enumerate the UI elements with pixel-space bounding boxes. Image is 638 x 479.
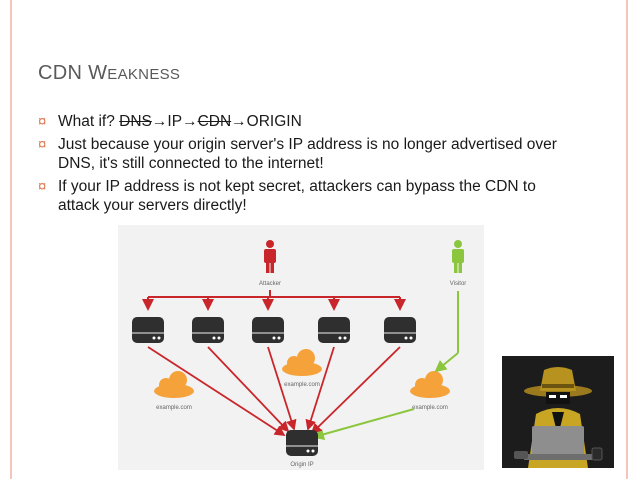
bullet-item: ¤ What if? DNS→IP→CDN→ORIGIN xyxy=(38,113,302,130)
origin-label: Origin IP xyxy=(290,462,313,468)
cdn-cloud-icon xyxy=(282,349,322,376)
attack-path-arrows xyxy=(147,346,401,436)
origin-server-icon xyxy=(286,430,318,456)
cdn-cloud-icon xyxy=(410,371,450,398)
cloud-left-label: example.com xyxy=(156,405,192,411)
bot-server-icon xyxy=(384,317,416,343)
bot-server-icon xyxy=(192,317,224,343)
bullet-marker-icon: ¤ xyxy=(38,178,47,195)
bullet-item: ¤ Just because your origin server's IP a… xyxy=(38,136,557,172)
left-border-line xyxy=(10,0,12,479)
bot-server-icon xyxy=(132,317,164,343)
attacker-person-icon xyxy=(264,240,276,273)
bullet-item: ¤ If your IP address is not kept secret,… xyxy=(38,178,536,214)
cdn-bypass-diagram: Attacker Visitor xyxy=(118,225,484,470)
bot-server-icon xyxy=(318,317,350,343)
cloud-right-label: example.com xyxy=(412,405,448,411)
bot-server-icon xyxy=(252,317,284,343)
spy-hacker-icon xyxy=(502,356,614,468)
visitor-path-arrow xyxy=(312,291,459,441)
bullet-list: ¤ What if? DNS→IP→CDN→ORIGIN ¤ Just beca… xyxy=(38,112,558,219)
attacker-label: Attacker xyxy=(259,281,281,287)
slide-title: CDN WEAKNESS xyxy=(38,62,181,84)
right-border-line xyxy=(626,0,628,479)
attack-distribution-arrows xyxy=(142,290,406,311)
cloud-center-label: example.com xyxy=(284,382,320,388)
visitor-label: Visitor xyxy=(450,281,467,287)
bullet-marker-icon: ¤ xyxy=(38,136,47,153)
bullet-marker-icon: ¤ xyxy=(38,113,47,130)
cdn-cloud-icon xyxy=(154,371,194,398)
visitor-person-icon xyxy=(452,240,464,273)
